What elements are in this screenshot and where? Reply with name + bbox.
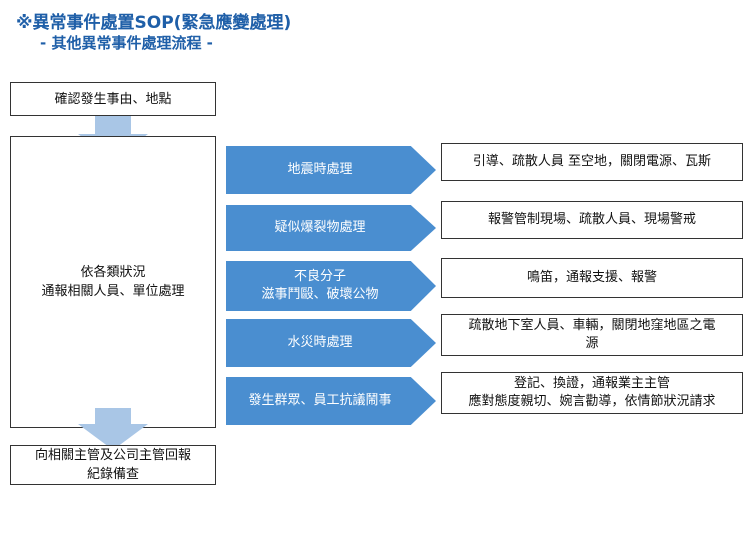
step-confirm-text: 確認發生事由、地點: [54, 91, 172, 107]
step-report-box: 向相關主管及公司主管回報 紀錄備查: [10, 445, 216, 485]
flow-arrow-2: [78, 408, 148, 450]
event-protest: 發生群眾、員工抗議鬧事: [226, 377, 436, 425]
page-subtitle: - 其他異常事件處理流程 -: [40, 34, 213, 52]
event-flood: 水災時處理: [226, 319, 436, 367]
step-notify-box: 依各類狀況 通報相關人員、單位處理: [10, 136, 216, 428]
event-troublemaker: 不良分子 滋事鬥毆、破壞公物: [226, 261, 436, 311]
step-notify-line-1: 依各類狀況: [80, 265, 146, 280]
response-explosive: 報警管制現場、疏散人員、現場警戒: [441, 201, 743, 239]
step-report-line-1: 向相關主管及公司主管回報: [34, 448, 191, 463]
step-notify-line-2: 通報相關人員、單位處理: [41, 284, 185, 299]
step-confirm-box: 確認發生事由、地點: [10, 82, 216, 116]
event-explosive: 疑似爆裂物處理: [226, 205, 436, 251]
down-arrow-icon: [78, 408, 148, 450]
response-troublemaker: 鳴笛，通報支援、報警: [441, 258, 743, 298]
response-protest: 登記、換證，通報業主主管 應對態度親切、婉言勸導，依情節狀況請求: [441, 372, 743, 414]
step-report-line-2: 紀錄備查: [86, 467, 139, 482]
event-earthquake: 地震時處理: [226, 146, 436, 194]
response-flood: 疏散地下室人員、車輛，關閉地窪地區之電 源: [441, 314, 743, 356]
page-title: ※異常事件處置SOP(緊急應變處理): [16, 13, 292, 33]
response-earthquake: 引導、疏散人員 至空地，關閉電源、瓦斯: [441, 143, 743, 181]
